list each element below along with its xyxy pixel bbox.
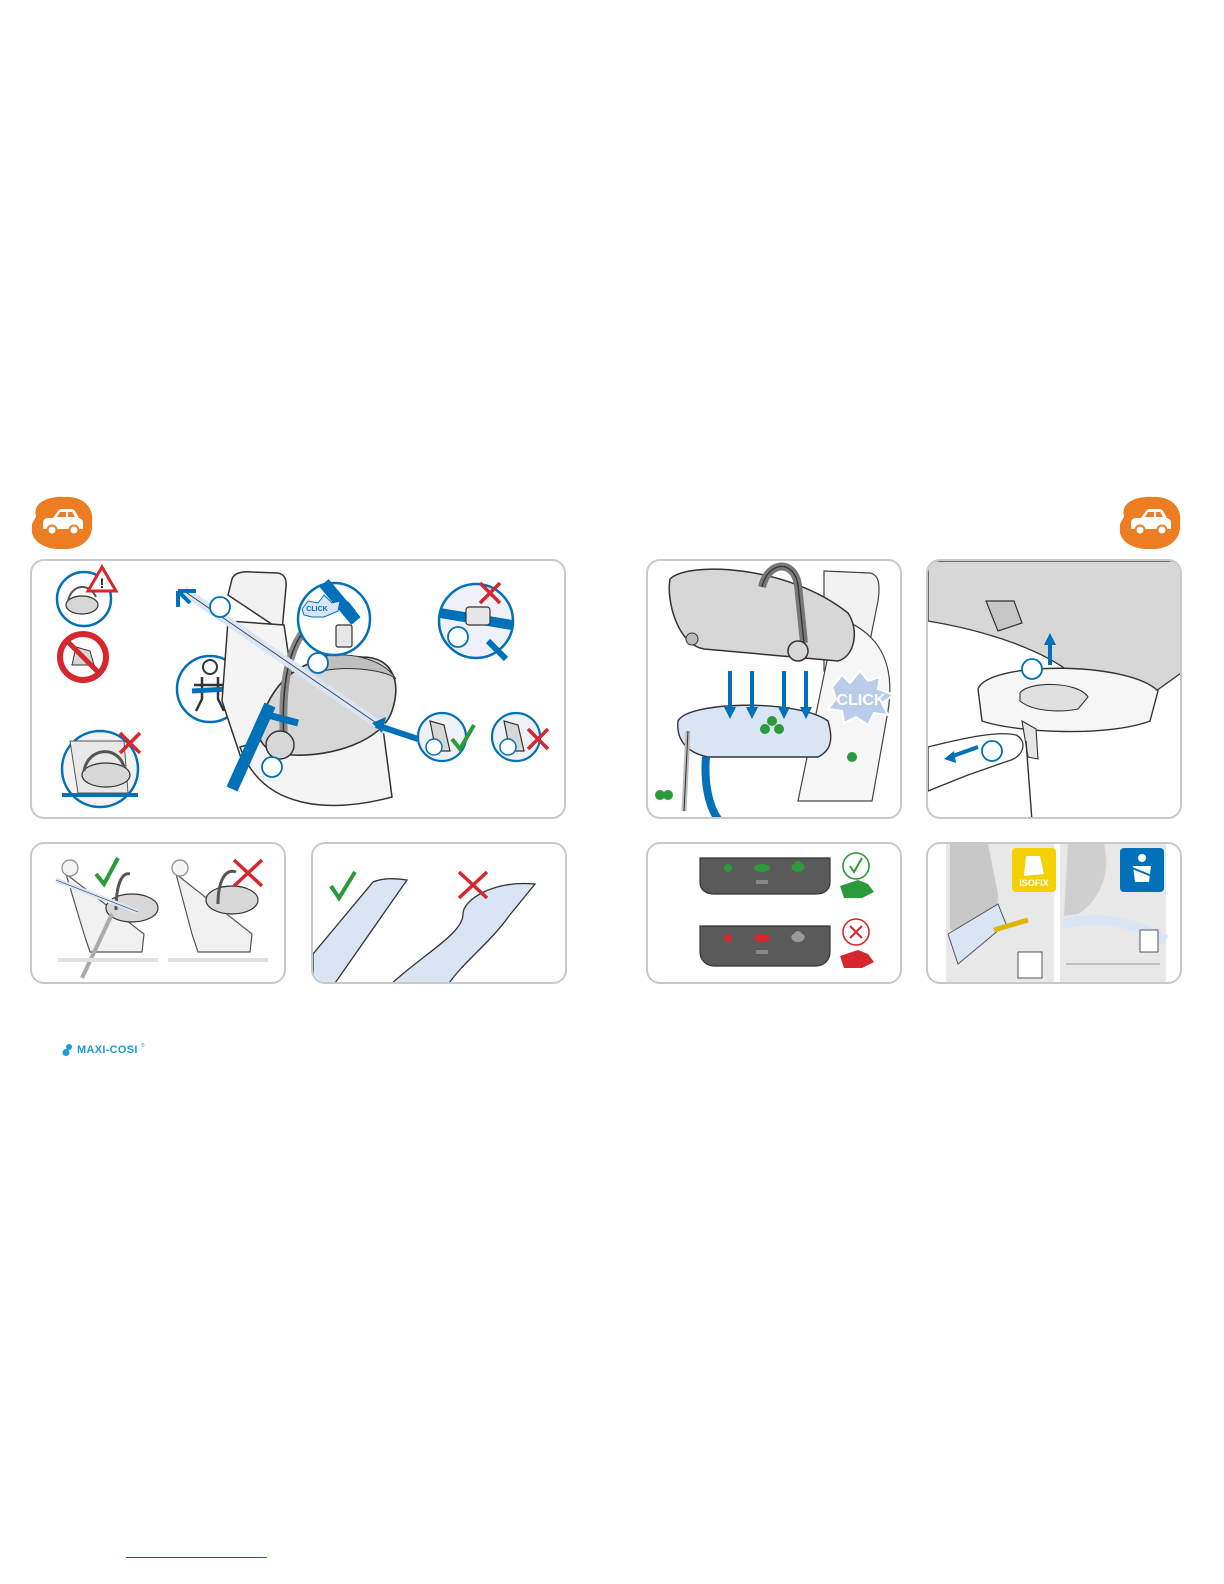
correct-lock-icon <box>418 713 474 761</box>
isofix-label: ISOFIX <box>1014 878 1054 888</box>
panel-isofix-release <box>926 559 1182 819</box>
incorrect-position-icon <box>62 731 140 807</box>
panel-indicators <box>646 842 902 984</box>
green-indicator <box>663 790 673 800</box>
step-number-marker <box>210 597 230 617</box>
red-indicator <box>754 934 770 942</box>
panel-belt-routing <box>30 842 286 984</box>
green-indicator <box>754 864 770 872</box>
logo-trademark: ® <box>141 1043 145 1049</box>
base-click-label: CLICK <box>837 692 886 709</box>
prohibited-icon <box>60 634 106 680</box>
logo-mark-icon <box>62 1043 74 1057</box>
panel-certification: ISOFIX <box>926 842 1182 984</box>
car-icon <box>1116 494 1184 552</box>
buckle-click-label: CLICK <box>306 606 327 613</box>
indicator-panel-ok <box>700 853 874 898</box>
hand-drawing <box>928 734 1023 791</box>
buckle-click-icon <box>298 583 370 655</box>
panel-belt-installation: ! <box>30 559 566 819</box>
step-number-marker <box>308 653 328 673</box>
panel-belt-twist <box>311 842 567 984</box>
logo-text: MAXI-COSI <box>77 1044 138 1056</box>
incorrect-routing-drawing <box>168 860 268 962</box>
green-indicator <box>724 864 732 872</box>
green-indicator <box>847 752 857 762</box>
straight-belt-drawing <box>313 872 407 984</box>
wrong-belt-icon <box>439 583 513 659</box>
indicator-panel-error <box>700 919 874 968</box>
car-icon <box>28 494 96 552</box>
step-number-marker <box>262 757 282 777</box>
car-forward-icon <box>840 950 874 968</box>
car-forward-icon <box>840 880 874 898</box>
airbag-warning-icon: ! <box>57 567 116 626</box>
step-number-marker <box>982 741 1002 761</box>
car-badge-left <box>28 494 96 552</box>
maxi-cosi-logo: MAXI-COSI ® <box>62 1041 144 1059</box>
correct-routing-drawing <box>56 858 158 978</box>
step-number-marker <box>1022 659 1042 679</box>
arrow-icon <box>706 757 719 819</box>
incorrect-lock-icon <box>492 713 548 761</box>
car-badge-right <box>1116 494 1184 552</box>
red-indicator <box>724 934 732 942</box>
twisted-belt-drawing <box>389 872 535 984</box>
check-circle-icon <box>843 853 869 879</box>
panel-base-installation: CLICK <box>646 559 902 819</box>
bottom-rule <box>126 1557 267 1558</box>
svg-text:!: ! <box>100 575 105 591</box>
